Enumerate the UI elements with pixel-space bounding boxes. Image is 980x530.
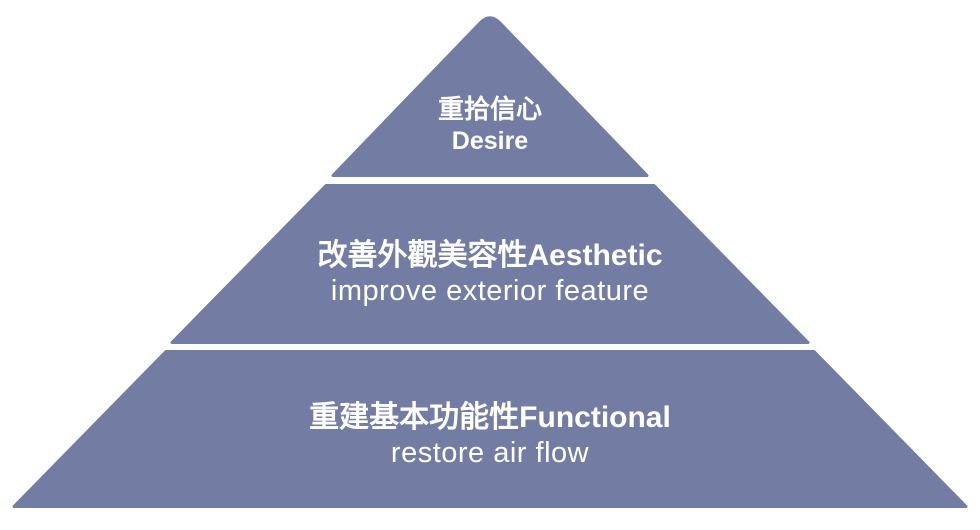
pyramid-tier-functional-shape (12, 350, 968, 508)
pyramid-tier-aesthetic-shape (170, 184, 810, 344)
pyramid-tier-desire-shape (331, 16, 649, 177)
